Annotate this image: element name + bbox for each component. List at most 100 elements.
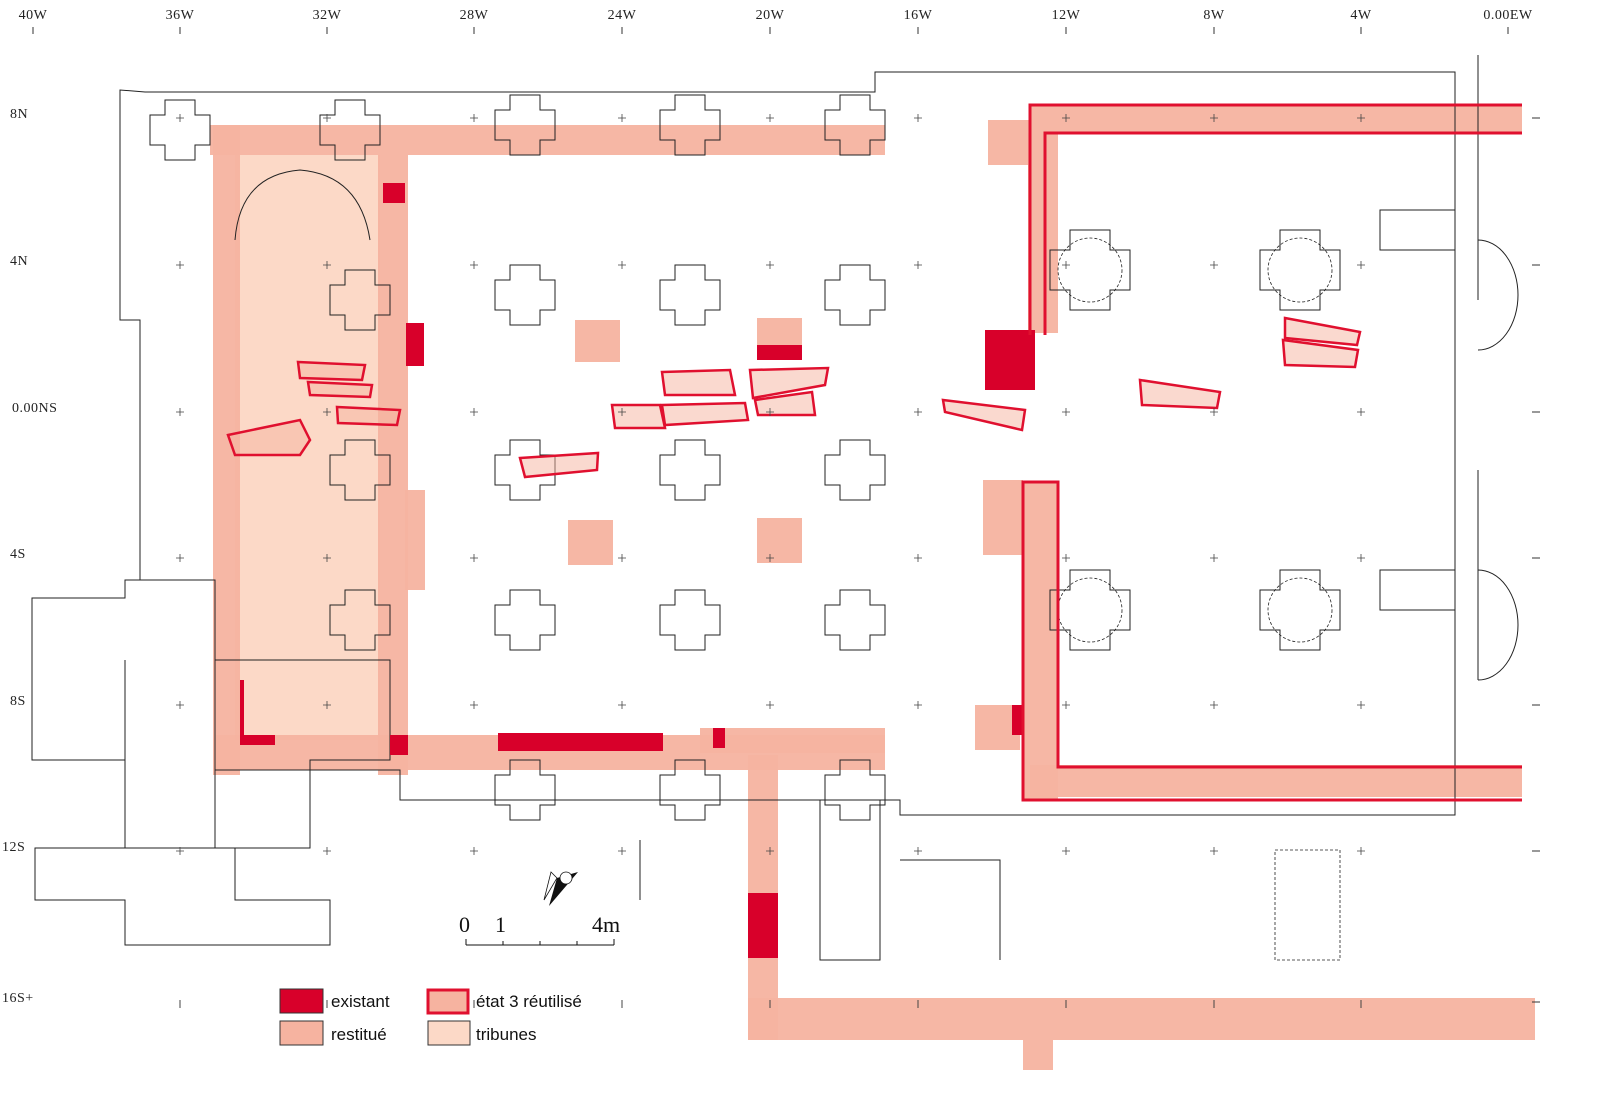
reutilise-element: [518, 451, 600, 479]
x-axis-label: 4W: [1350, 8, 1372, 23]
pier-outline: [824, 94, 886, 156]
grid-cross: [176, 261, 184, 269]
restitue-zone: [1023, 1040, 1053, 1070]
grid-cross: [766, 261, 774, 269]
apse-arc: [234, 169, 371, 241]
grid-cross: [618, 847, 626, 855]
grid-cross: [914, 114, 922, 122]
grid-cross: [470, 261, 478, 269]
restitue-zone: [568, 520, 613, 565]
grid-cross: [1357, 701, 1365, 709]
reutilise-north-band: [1028, 103, 1522, 335]
legend-item-reutilise: état 3 réutilisé: [426, 988, 582, 1015]
x-axis-label: 12W: [1052, 8, 1081, 23]
restitue-zone: [1023, 482, 1058, 800]
x-axis-label: 32W: [313, 8, 342, 23]
pier-outline: [149, 99, 211, 161]
north-arrow-tail: [543, 871, 558, 901]
grid-cross: [618, 701, 626, 709]
x-axis-label: 8W: [1203, 8, 1225, 23]
legend-item-tribunes: tribunes: [427, 1020, 536, 1046]
grid-cross: [470, 847, 478, 855]
pier-outline: [824, 439, 886, 501]
pier-base-circle: [1267, 237, 1333, 303]
grid-cross: [323, 847, 331, 855]
x-axis-label: 24W: [608, 8, 637, 23]
restitue-zone: [1030, 105, 1522, 133]
grid-cross: [176, 408, 184, 416]
grid-cross: [914, 847, 922, 855]
grid-cross: [618, 261, 626, 269]
pier-outline: [1049, 229, 1131, 311]
pier-outline: [659, 264, 721, 326]
legend-swatch-reutilise: [426, 988, 470, 1015]
grid-cross: [323, 114, 331, 122]
pier-outline: [824, 589, 886, 651]
grid-cross: [323, 554, 331, 562]
grid-cross: [766, 701, 774, 709]
grid-cross: [618, 554, 626, 562]
restitue-zone: [983, 480, 1023, 555]
pier-outline: [1049, 569, 1131, 651]
pier-outline: [659, 439, 721, 501]
grid-cross: [1357, 114, 1365, 122]
restitue-zone: [988, 120, 1030, 165]
grid-cross: [766, 114, 774, 122]
restitue-zone: [1028, 133, 1058, 333]
y-axis-label: 4N: [10, 254, 28, 269]
grid-cross: [1357, 408, 1365, 416]
grid-cross: [1210, 261, 1218, 269]
existant-zone: [1012, 705, 1024, 735]
pier-outline: [659, 589, 721, 651]
reutilise-element: [306, 380, 374, 399]
grid-cross: [176, 701, 184, 709]
north-arrow-circle: [559, 871, 573, 885]
reutilise-element: [1138, 378, 1222, 410]
pier-outline: [1259, 569, 1341, 651]
x-axis-label: 28W: [460, 8, 489, 23]
existant-zone: [240, 735, 275, 745]
grid-cross: [914, 408, 922, 416]
plan-drawing-layer: [31, 55, 1519, 961]
grid-layer: [176, 114, 1365, 1008]
grid-cross: [1357, 847, 1365, 855]
grid-cross: [323, 701, 331, 709]
grid-cross: [1357, 554, 1365, 562]
x-axis-label: 20W: [756, 8, 785, 23]
grid-cross: [1062, 554, 1070, 562]
reutilise-element: [226, 418, 312, 457]
legend-swatch-tribunes: [427, 1020, 471, 1046]
restitue-zone: [700, 728, 885, 753]
legend-label-tribunes: tribunes: [476, 1025, 536, 1044]
reutilise-element: [660, 368, 737, 397]
grid-cross: [914, 261, 922, 269]
y-axis-label: 16S+: [2, 991, 34, 1006]
pier-outline: [494, 439, 556, 501]
grid-cross: [1210, 554, 1218, 562]
pier-outline: [659, 759, 721, 821]
reutilise-layer: [226, 103, 1522, 802]
reutilise-element: [335, 405, 402, 427]
pier-outline: [329, 439, 391, 501]
y-axis-label: 12S: [2, 840, 25, 855]
grid-cross: [766, 408, 774, 416]
grid-cross: [176, 554, 184, 562]
pier-base-circle: [1057, 577, 1123, 643]
pier-base-circle: [1057, 237, 1123, 303]
apse-outline: [1477, 239, 1519, 681]
legend-label-reutilise: état 3 réutilisé: [476, 992, 582, 1011]
y-axis-label: 8S: [10, 694, 26, 709]
existant-zone: [748, 893, 778, 958]
grid-cross: [1210, 408, 1218, 416]
y-axis-label: 8N: [10, 107, 28, 122]
reutilise-element: [610, 403, 667, 430]
grid-cross: [766, 847, 774, 855]
grid-cross: [176, 847, 184, 855]
existant-zone: [757, 345, 802, 360]
grid-cross: [1210, 847, 1218, 855]
existant-zone: [713, 728, 725, 748]
church-outline: [119, 71, 1456, 816]
scale-label-1: 1: [495, 912, 506, 937]
